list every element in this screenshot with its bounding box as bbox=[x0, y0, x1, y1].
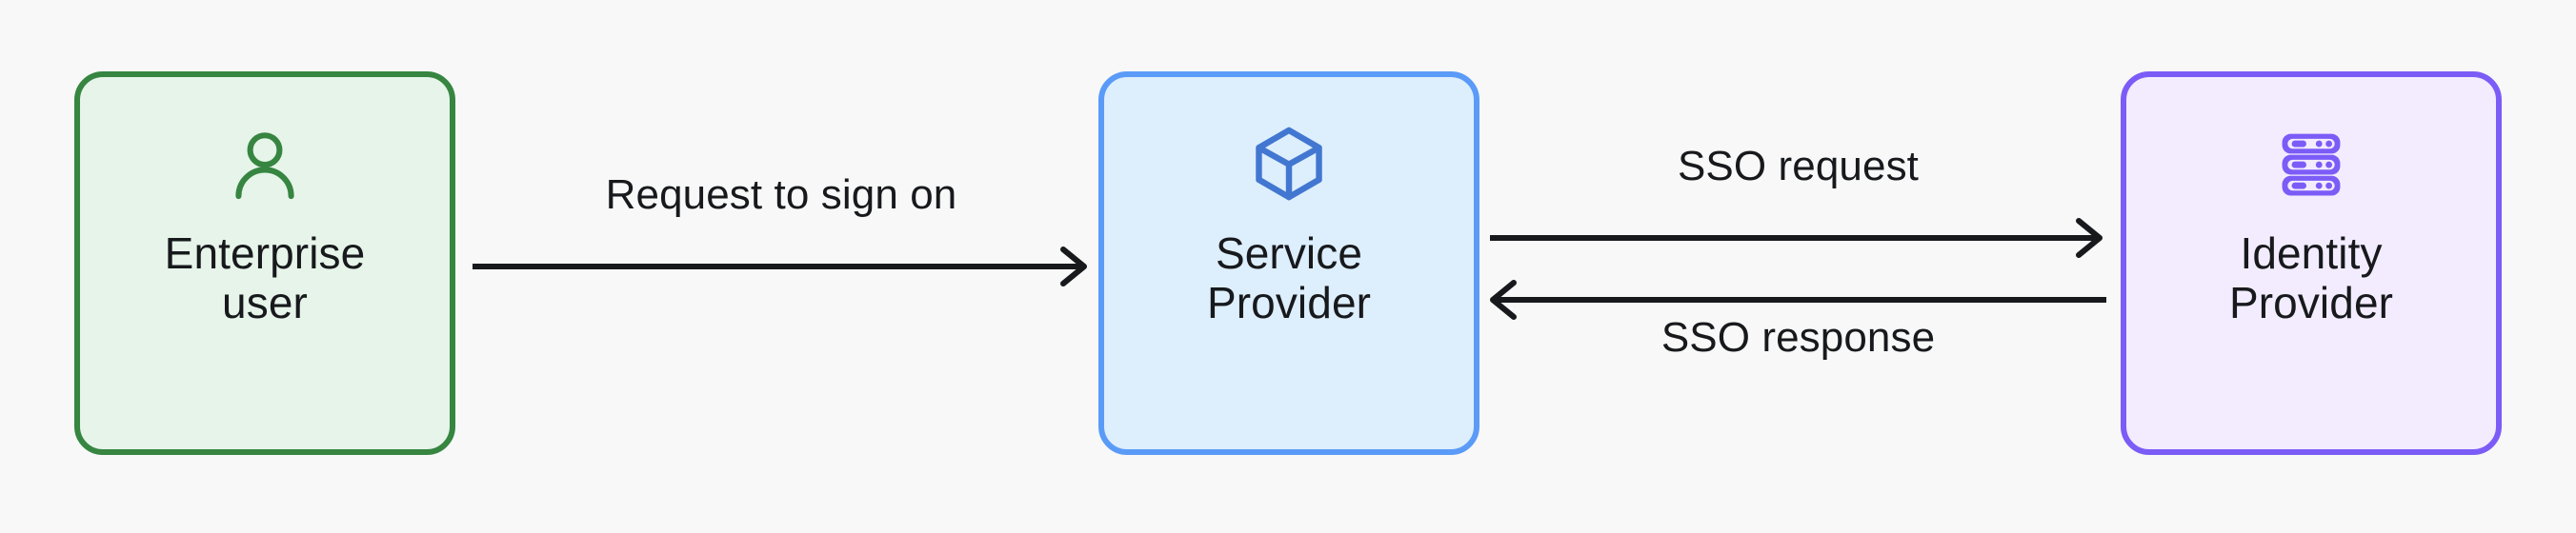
node-enterprise-user[interactable]: Enterprise user bbox=[74, 71, 455, 455]
node-service-provider-label: Service Provider bbox=[1206, 228, 1372, 327]
connector-sso-request bbox=[1490, 218, 2103, 258]
connector-label-request-to-sign-on: Request to sign on bbox=[605, 171, 957, 218]
connector-sso-response bbox=[1490, 280, 2106, 320]
connector-request-to-sign-on bbox=[473, 247, 1087, 286]
node-enterprise-user-label: Enterprise user bbox=[164, 228, 366, 327]
connector-label-sso-request: SSO request bbox=[1677, 143, 1919, 189]
node-service-provider[interactable]: Service Provider bbox=[1098, 71, 1479, 455]
user-icon bbox=[235, 132, 294, 200]
cube-icon bbox=[1256, 127, 1322, 201]
node-identity-provider-label: Identity Provider bbox=[2228, 228, 2394, 327]
node-identity-provider[interactable]: Identity Provider bbox=[2121, 71, 2502, 455]
connector-label-sso-response: SSO response bbox=[1660, 314, 1936, 361]
server-icon bbox=[2282, 133, 2341, 196]
